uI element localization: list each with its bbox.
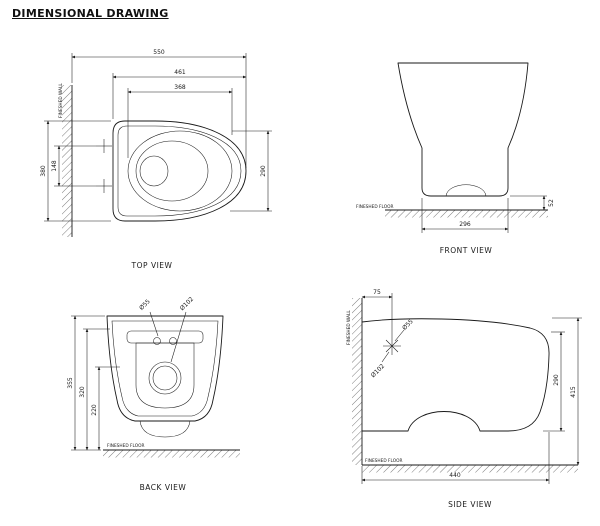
side-view: FINESHED WALL Ø55 Ø102 FINE (346, 289, 582, 509)
dim-text-355: 355 (67, 377, 74, 389)
dim-text-415: 415 (570, 386, 577, 398)
dim-text-52: 52 (548, 199, 555, 207)
dim-text-320: 320 (79, 386, 86, 398)
dimension-148: 148 (51, 145, 96, 187)
back-bowl-bottom-arc (139, 420, 191, 438)
front-view-toilet (397, 62, 529, 197)
side-view-wall: FINESHED WALL (346, 298, 363, 465)
dim-text-296: 296 (459, 221, 471, 228)
top-view-label: TOP VIEW (131, 261, 173, 270)
back-bowl-inner (135, 342, 195, 409)
dim-text-148: 148 (51, 160, 58, 172)
dim-text-380: 380 (40, 165, 47, 177)
dimension-380: 380 (40, 120, 111, 222)
front-bowl-arc (445, 184, 487, 197)
dimension-75: 75 (361, 289, 393, 337)
floor-hatch (385, 210, 548, 218)
dim-text-290: 290 (553, 374, 560, 386)
toilet-inner-rim (117, 125, 242, 217)
dim-text-461: 461 (174, 69, 186, 76)
dimension-355: 355 (67, 315, 105, 451)
outlet-circle-inner (152, 365, 178, 391)
wall-hatch (352, 298, 362, 465)
back-hole-callouts: Ø55 Ø102 (138, 296, 196, 363)
back-inner-outline (111, 320, 219, 417)
floor-hatch (103, 450, 240, 458)
dim-text-440: 440 (449, 472, 461, 479)
back-view-label: BACK VIEW (140, 483, 187, 492)
toilet-outer-rim (112, 120, 247, 222)
finished-floor-label: FINESHED FLOOR (356, 204, 393, 210)
dim-text-220: 220 (91, 404, 98, 416)
dimension-320: 320 (79, 328, 110, 451)
inlet-cross-mark (383, 337, 401, 355)
mounting-hole-marks (96, 139, 112, 193)
finished-wall-label: FINESHED WALL (58, 83, 64, 118)
top-view-toilet (96, 120, 247, 222)
flush-opening (139, 155, 169, 187)
seat-outline (127, 130, 233, 212)
dimension-415: 415 (552, 317, 582, 466)
dimension-290-side: 290 (543, 331, 565, 432)
top-view-wall: FINESHED WALL (58, 83, 73, 237)
dimension-220: 220 (91, 366, 120, 451)
hole-dia-right: Ø102 (179, 296, 196, 313)
front-view: FINESHED FLOOR 296 52 FRONT VIEW (356, 62, 555, 255)
dim-text-368: 368 (174, 84, 186, 91)
dim-text-75: 75 (373, 289, 381, 296)
hole-dia-top: Ø55 (401, 318, 415, 332)
inlet-hole-left (153, 337, 161, 345)
side-hole-callouts: Ø55 Ø102 (370, 318, 415, 379)
front-view-floor: FINESHED FLOOR (356, 204, 548, 218)
outlet-circle-outer (148, 361, 182, 395)
dimension-296: 296 (421, 198, 509, 233)
floor-hatch (362, 465, 578, 473)
finished-floor-label: FINESHED FLOOR (365, 458, 402, 464)
hole-dia-bottom: Ø102 (370, 363, 387, 380)
hole-dia-left: Ø55 (138, 298, 152, 312)
side-view-label: SIDE VIEW (448, 500, 492, 509)
dimension-368: 368 (127, 84, 233, 158)
front-outline (397, 62, 529, 197)
side-view-floor: FINESHED FLOOR (362, 458, 578, 473)
side-view-toilet (361, 318, 550, 432)
bowl-outline (135, 140, 209, 202)
dimension-440: 440 (361, 432, 550, 484)
inlet-hole-right (169, 337, 177, 345)
side-outline (361, 318, 550, 432)
dimension-550: 550 (71, 49, 247, 168)
top-view: FINESHED WALL 55 (40, 49, 272, 270)
page-title: DIMENSIONAL DRAWING (12, 7, 169, 20)
back-outline (106, 315, 224, 422)
back-view-toilet (106, 315, 224, 438)
dim-text-550: 550 (153, 49, 165, 56)
back-view: Ø55 Ø102 FINESHED FLOOR 355 320 (67, 296, 240, 492)
dimension-461: 461 (112, 69, 247, 119)
finished-floor-label: FINESHED FLOOR (107, 443, 144, 449)
back-view-floor: FINESHED FLOOR (103, 443, 240, 458)
dim-text-290: 290 (260, 165, 267, 177)
finished-wall-label: FINESHED WALL (346, 310, 352, 345)
dimension-52: 52 (510, 195, 555, 211)
front-view-label: FRONT VIEW (440, 246, 493, 255)
seat-hinge-band (126, 330, 204, 344)
wall-hatch (62, 85, 72, 237)
dimension-290-top: 290 (230, 130, 272, 212)
